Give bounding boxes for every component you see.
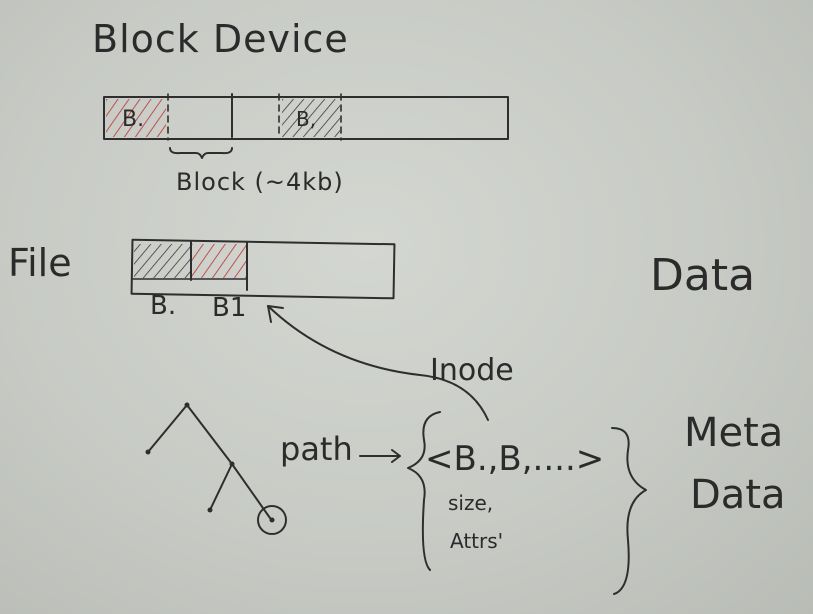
device-block-b1-hatch: [282, 99, 340, 137]
device-block-b1-label: B,: [296, 107, 316, 131]
file-block-b0-label: B.: [150, 291, 176, 321]
title-block-device: Block Device: [92, 17, 349, 61]
left-brace: [407, 411, 441, 571]
right-brace: [611, 427, 647, 595]
inode-label: Inode: [430, 353, 514, 388]
file-block-b0-hatch: [134, 244, 190, 278]
metadata-label-line1: Meta: [684, 410, 783, 456]
metadata-label-line2: Data: [690, 472, 786, 518]
file-block-b1-hatch: [192, 244, 246, 278]
data-label: Data: [650, 250, 755, 301]
file-block-b1-label: B1: [212, 293, 246, 323]
file-label: File: [8, 241, 72, 285]
size-label: size,: [448, 491, 493, 515]
inode-block-list: <B.,B,....>: [425, 439, 604, 479]
inode-arrow: [267, 305, 489, 421]
path-arrow: [359, 449, 401, 463]
block-device-strip: [103, 93, 509, 141]
block-brace: [169, 147, 233, 159]
file-strip: [130, 238, 396, 300]
block-size-label: Block (~4kb): [176, 168, 344, 196]
device-block-b0-label: B.: [122, 107, 144, 132]
path-label: path: [280, 430, 353, 468]
inode-arrowhead: [267, 305, 284, 323]
directory-tree: [145, 402, 287, 535]
device-block-b0-hatch: [106, 99, 166, 137]
tree-target-node: [257, 505, 287, 535]
attrs-label: Attrs': [450, 529, 503, 553]
